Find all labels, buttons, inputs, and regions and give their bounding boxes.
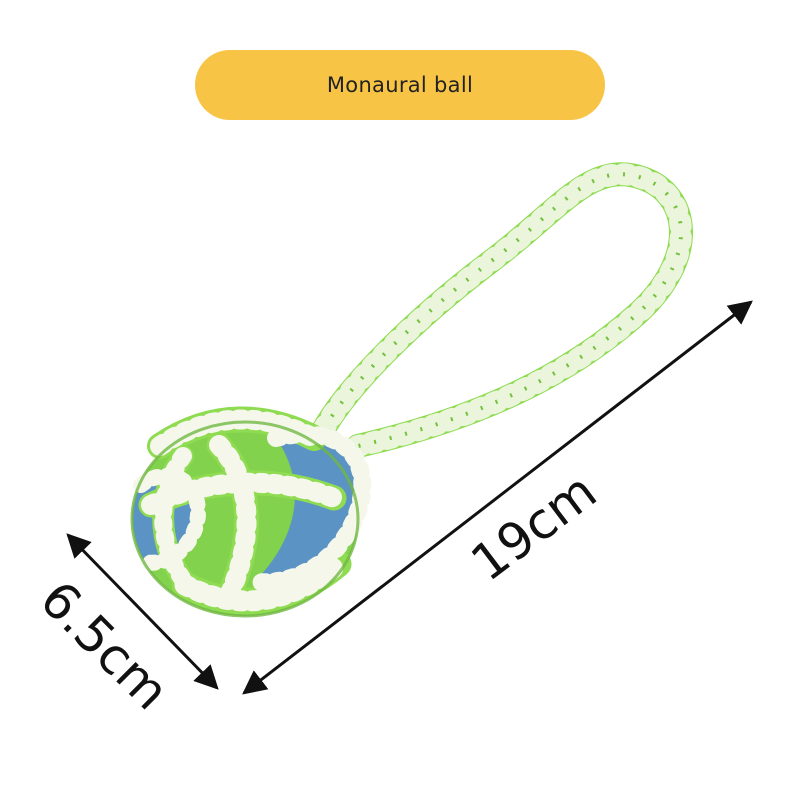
- title-badge: Monaural ball: [195, 50, 605, 120]
- diameter-dimension-arrow: [66, 533, 219, 690]
- diameter-label: 6.5cm: [29, 570, 180, 721]
- rope-ball: [130, 406, 372, 618]
- rope-loop: [304, 162, 693, 458]
- length-label: 19cm: [461, 462, 608, 592]
- title-label: Monaural ball: [326, 73, 474, 97]
- length-dimension-arrow: [242, 300, 753, 695]
